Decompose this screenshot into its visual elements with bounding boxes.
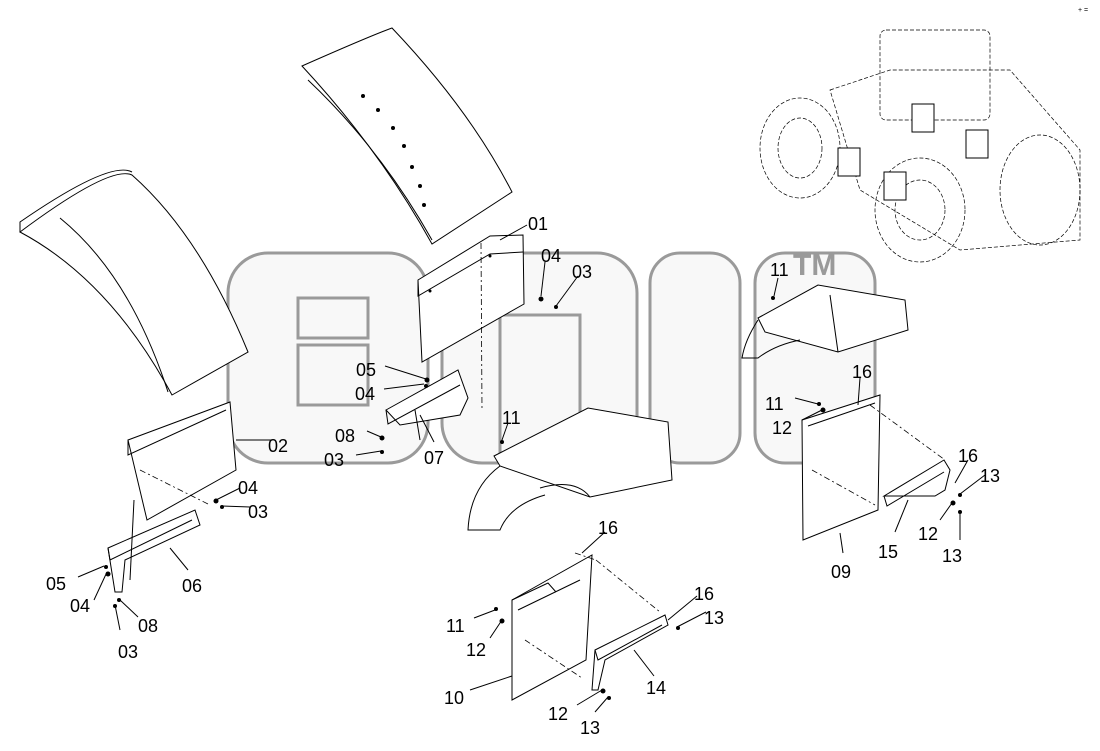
callout-11: 11 <box>770 260 789 280</box>
mudflap-01 <box>417 234 525 411</box>
callout-12: 12 <box>466 640 486 660</box>
callout-06: 06 <box>182 576 202 596</box>
callout-16: 16 <box>598 518 618 538</box>
bracket-14 <box>591 614 669 691</box>
callout-11: 11 <box>502 408 521 428</box>
callout-09: 09 <box>831 562 851 582</box>
bracket-06 <box>107 499 201 593</box>
callout-04: 04 <box>541 246 561 266</box>
callout-05: 05 <box>356 360 376 380</box>
fender-left <box>19 169 249 396</box>
mudflap-10 <box>511 552 661 701</box>
callout-07: 07 <box>424 448 444 468</box>
fender-right <box>741 284 909 359</box>
svg-text:+ =: + = <box>1078 7 1088 14</box>
callout-01: 01 <box>528 214 548 234</box>
callout-14: 14 <box>646 678 666 698</box>
bracket-07 <box>385 369 469 441</box>
callout-13: 13 <box>942 546 962 566</box>
callout-08: 08 <box>138 616 158 636</box>
fender-top <box>301 27 513 245</box>
callout-12: 12 <box>772 418 792 438</box>
callout-03: 03 <box>248 502 268 522</box>
callout-16: 16 <box>958 446 978 466</box>
mudflap-09 <box>801 394 946 541</box>
callout-03: 03 <box>118 642 138 662</box>
callout-03: 03 <box>324 450 344 470</box>
callout-04: 04 <box>238 478 258 498</box>
callout-13: 13 <box>704 608 724 628</box>
bracket-15 <box>882 459 951 507</box>
callout-10: 10 <box>444 688 464 708</box>
callout-04: 04 <box>70 596 90 616</box>
callout-04: 04 <box>355 384 375 404</box>
callout-13: 13 <box>580 718 600 738</box>
vehicle-inset: + = <box>759 7 1088 263</box>
fasteners <box>104 296 962 700</box>
fender-center <box>467 407 673 531</box>
watermark-tm: TM <box>793 249 836 282</box>
callout-16: 16 <box>852 362 872 382</box>
callout-11: 11 <box>765 394 784 414</box>
leader-lines <box>77 224 986 713</box>
callout-12: 12 <box>918 524 938 544</box>
callout-15: 15 <box>878 542 898 562</box>
callout-11: 11 <box>446 616 465 636</box>
callout-16: 16 <box>694 584 714 604</box>
mudflap-02 <box>127 401 237 521</box>
callout-05: 05 <box>46 574 66 594</box>
callout-02: 02 <box>268 436 288 456</box>
callout-03: 03 <box>572 262 592 282</box>
callout-08: 08 <box>335 426 355 446</box>
callout-12: 12 <box>548 704 568 724</box>
callout-13: 13 <box>980 466 1000 486</box>
